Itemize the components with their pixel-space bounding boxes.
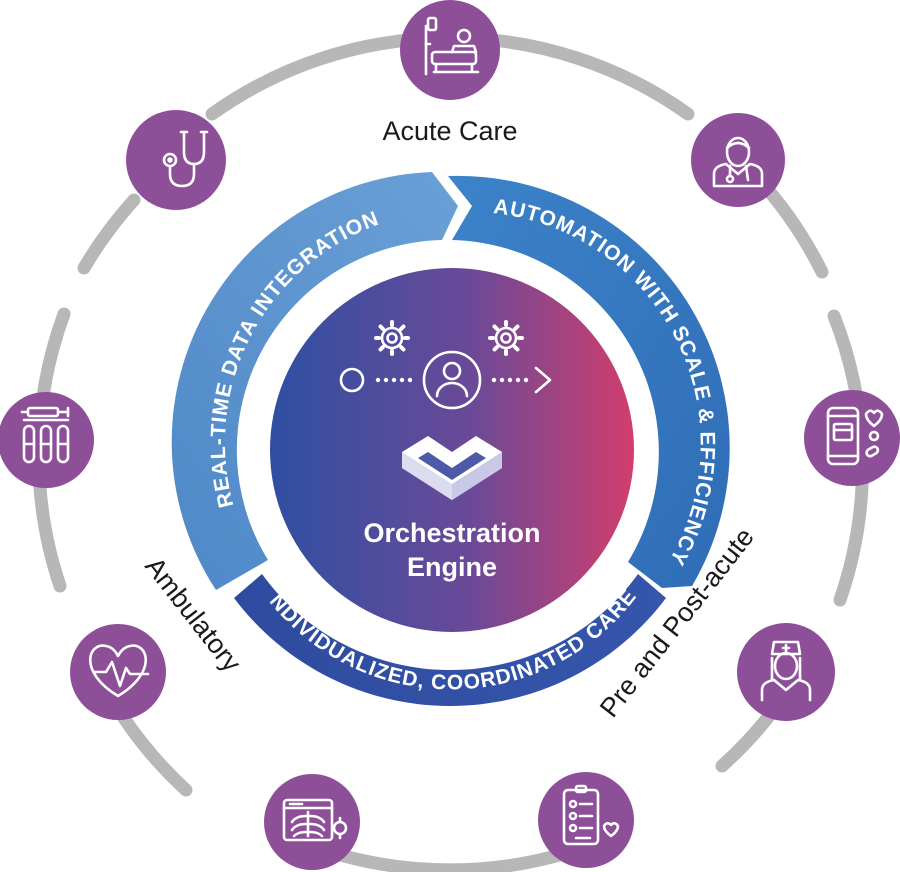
gear-icon	[488, 320, 524, 356]
engine-title-line1: Orchestration	[363, 518, 540, 548]
nurse-icon	[760, 640, 812, 702]
arc-data-integration	[171, 172, 459, 590]
node-nurse	[737, 623, 835, 721]
node-heart-pulse	[70, 624, 166, 720]
flow-graphic	[339, 320, 552, 410]
node-xray	[264, 774, 360, 870]
heart-pulse-icon	[88, 644, 150, 698]
engine-title-line2: Engine	[407, 552, 497, 582]
ring-arc-left-upper	[77, 193, 141, 275]
pillar-arcs	[171, 172, 730, 706]
lab-tubes-icon	[20, 406, 70, 464]
arrow-right-icon	[534, 366, 552, 394]
dotted-connector	[375, 377, 529, 383]
arc-coordinated-care	[234, 574, 666, 706]
arc-automation	[448, 175, 730, 588]
node-stethoscope	[126, 110, 226, 210]
doctor-icon	[712, 136, 764, 188]
orchestration-core	[270, 268, 634, 632]
user-circle-icon	[422, 350, 482, 410]
mobile-app-icon	[826, 406, 884, 466]
node-doctor	[691, 113, 785, 207]
xray-icon	[282, 798, 348, 842]
node-mobile-app	[804, 390, 900, 486]
stethoscope-icon	[162, 130, 209, 188]
node-checklist	[538, 772, 634, 868]
node-lab-tubes	[0, 392, 94, 488]
checklist-icon	[562, 784, 620, 846]
heart-logo-icon	[402, 436, 502, 500]
segment-label-acute-care: Acute Care	[382, 116, 517, 146]
hospital-bed-icon	[424, 16, 480, 76]
node-hospital-bed	[400, 0, 500, 100]
start-node-icon	[339, 367, 365, 393]
gear-icon	[374, 320, 410, 356]
